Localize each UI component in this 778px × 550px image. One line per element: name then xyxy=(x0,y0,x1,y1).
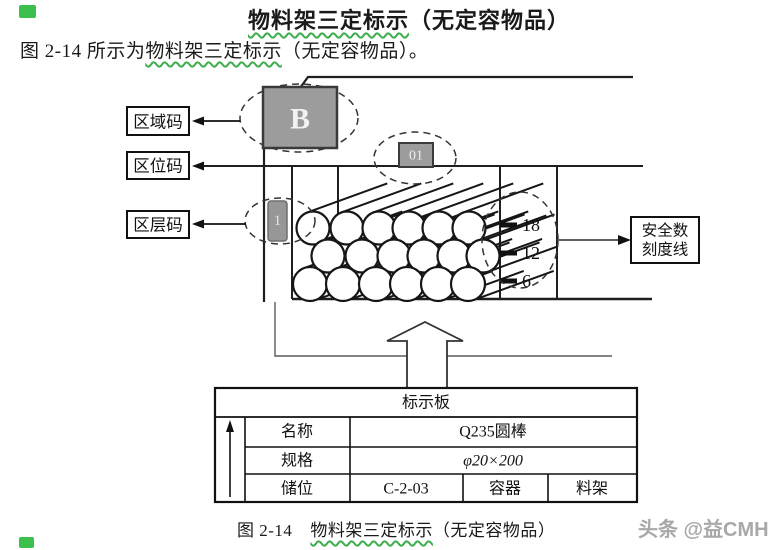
bar-end-circle xyxy=(291,265,329,303)
page-title-suffix: （无定容物品） xyxy=(409,8,571,33)
bar-body-line xyxy=(463,182,544,214)
table-outline xyxy=(213,386,639,504)
safety-label-box xyxy=(630,216,700,264)
bar-end-circle xyxy=(449,265,487,303)
up-arrow xyxy=(386,320,464,388)
code-tags: B 01 1 xyxy=(261,85,434,242)
top-beam-line xyxy=(299,75,633,89)
location-code-box xyxy=(126,151,190,180)
intro-text: 图 2-14 所示为物料架三定标示（无定容物品）。 xyxy=(20,36,428,63)
caption-figno: 图 2-14 xyxy=(237,521,293,540)
bar-end-circle xyxy=(357,265,395,303)
board-pointer-line xyxy=(274,302,612,357)
board-slot-value: C-2-03 xyxy=(383,481,428,498)
tick-label-18: 18 xyxy=(522,215,540,235)
green-marker-top-icon xyxy=(19,5,36,18)
layer-tag-text: 1 xyxy=(274,213,282,229)
tick-label-6: 6 xyxy=(522,271,531,291)
tick-18 xyxy=(500,222,517,228)
bar-end-circle xyxy=(324,265,362,303)
left-labels: 区域码 区位码 区层码 xyxy=(126,106,246,239)
board-spec-value: φ20×200 xyxy=(463,453,523,470)
page-title: 物料架三定标示（无定容物品） xyxy=(0,3,778,35)
layer-code-box xyxy=(126,210,190,239)
bar-body-line xyxy=(307,182,388,214)
area-code-box xyxy=(126,106,190,136)
safety-scale-ticks: 18 12 6 xyxy=(500,215,540,291)
bar-body-line xyxy=(477,214,547,242)
location-code-arrowhead xyxy=(192,161,204,171)
bar-body-line xyxy=(488,245,558,273)
figure-caption: 图 2-14 物料架三定标示（无定容物品） xyxy=(237,516,555,541)
area-tag-box xyxy=(261,85,339,150)
area-code-arrowhead xyxy=(192,116,204,126)
caption-underlined: 物料架三定标示 xyxy=(310,521,433,540)
table-up-arrowhead xyxy=(226,420,234,432)
safety-label-line2: 刻度线 xyxy=(642,241,689,259)
area-tag-text: B xyxy=(290,103,310,136)
layer-tag-box xyxy=(267,200,288,242)
tick-label-12: 12 xyxy=(522,243,540,263)
watermark: 头条 @益CMH xyxy=(638,519,769,541)
board-container-label: 容器 xyxy=(489,480,521,498)
intro-prefix: 图 2-14 所示为 xyxy=(20,41,146,62)
label-board-table: 标示板 名称 Q235圆棒 规格 φ20×200 储位 C-2-03 容器 料架 xyxy=(213,386,639,504)
bar-end-circle xyxy=(465,238,501,274)
location-tag-text: 01 xyxy=(409,149,423,164)
bar-body-line xyxy=(403,182,484,214)
board-container-value: 料架 xyxy=(576,480,608,498)
board-name-value: Q235圆棒 xyxy=(459,423,527,441)
bar-body-line xyxy=(474,213,555,245)
layer-code-arrowhead xyxy=(192,219,204,229)
safety-scale-label-group: 安全数 刻度线 xyxy=(559,216,700,264)
callout-ellipses xyxy=(239,83,559,289)
bar-body-line xyxy=(433,182,514,214)
tick-12 xyxy=(500,250,517,256)
location-tag-ellipse xyxy=(373,131,457,185)
location-tag-box xyxy=(398,142,434,168)
tick-6 xyxy=(500,278,517,284)
board-spec-label: 规格 xyxy=(281,452,313,470)
layer-tag-ellipse xyxy=(244,197,316,245)
bar-end-circle xyxy=(419,265,457,303)
board-slot-label: 储位 xyxy=(281,480,313,498)
caption-suffix: （无定容物品） xyxy=(432,521,556,540)
bar-body-line xyxy=(341,182,422,214)
bar-body-line xyxy=(473,269,555,301)
location-code-label: 区位码 xyxy=(133,157,183,176)
intro-suffix: （无定容物品）。 xyxy=(281,41,429,62)
bar-end-circle xyxy=(388,265,426,303)
bar-body-line xyxy=(373,182,454,214)
scale-ellipse xyxy=(481,191,559,289)
page-title-underlined: 物料架三定标示 xyxy=(247,8,409,33)
safety-arrowhead xyxy=(618,235,631,245)
intro-underlined: 物料架三定标示 xyxy=(145,41,282,62)
round-bars-stack xyxy=(291,182,558,303)
board-name-label: 名称 xyxy=(281,423,313,441)
bar-end-circle xyxy=(451,210,487,246)
board-header: 标示板 xyxy=(402,394,450,412)
safety-label-line1: 安全数 xyxy=(642,222,689,240)
green-marker-bottom-icon xyxy=(19,537,34,548)
area-tag-ellipse xyxy=(239,83,359,153)
area-code-label: 区域码 xyxy=(133,113,183,132)
layer-code-label: 区层码 xyxy=(133,216,183,235)
